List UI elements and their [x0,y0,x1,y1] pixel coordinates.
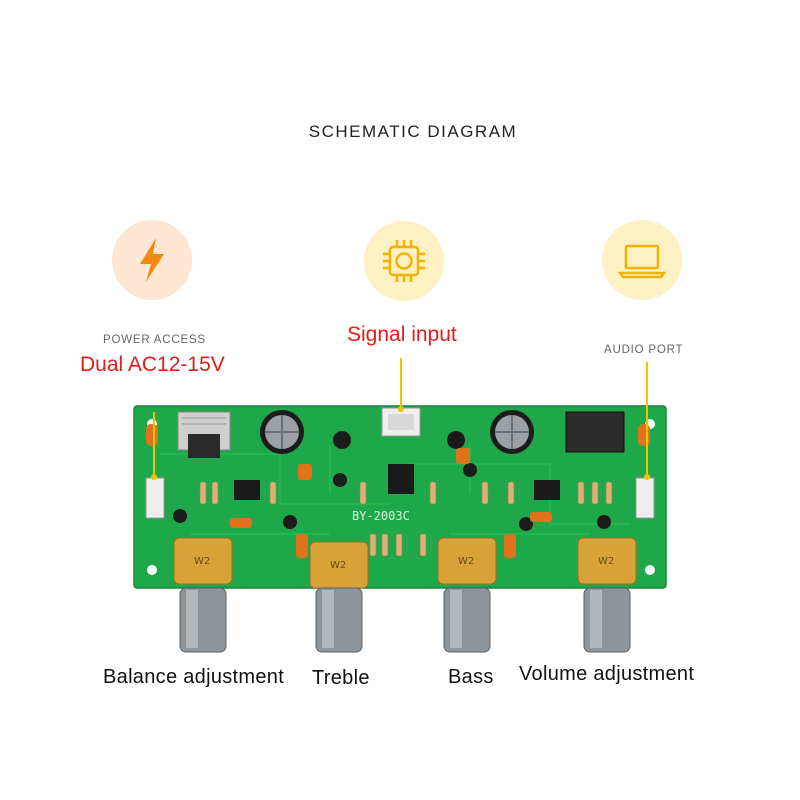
signal-icon-circle [364,221,444,301]
op-amp-chip-left [234,480,260,500]
pot-marking: W2 [598,556,614,567]
audio-port-label: AUDIO PORT [604,344,684,356]
page-title: SCHEMATIC DIAGRAM [308,122,518,141]
pcb-board-photo: BY-2003C W2 W2 W2 W2 [130,384,670,654]
knob-label-volume: Volume adjustment [519,663,695,685]
power-access-label: POWER ACCESS [103,334,206,346]
capacitor-large-right [490,410,534,454]
audio-connector [635,477,655,519]
knob-label-balance: Balance adjustment [103,666,285,688]
pot-marking: W2 [330,560,346,571]
power-leader-line [153,412,155,476]
pot-marking: W2 [194,556,210,567]
audio-icon-circle [602,220,682,300]
board-model-silkscreen: BY-2003C [352,509,410,523]
potentiometer-treble: W2 [309,541,369,653]
op-amp-chip-center [388,464,414,494]
signal-leader-line [400,358,402,410]
power-voltage-label: Dual AC12-15V [80,353,225,376]
audio-leader-line [646,362,648,478]
pot-marking: W2 [458,556,474,567]
laptop-icon [617,244,667,279]
power-icon-circle [112,220,192,300]
op-amp-chip-right [534,480,560,500]
signal-input-connector [381,407,421,437]
capacitor-large-left [260,410,304,454]
power-connector [145,477,165,519]
potentiometer-volume: W2 [577,537,637,653]
signal-leader-dot [398,406,404,412]
left-heatsink [177,411,231,458]
potentiometer-bass: W2 [437,537,497,653]
potentiometer-balance: W2 [173,537,233,653]
chip-icon [383,240,425,282]
power-leader-dot [151,474,157,480]
signal-input-label: Signal input [347,323,457,346]
knob-label-bass: Bass [448,666,494,688]
audio-leader-dot [644,474,650,480]
right-regulator [565,411,625,453]
knob-label-treble: Treble [312,667,370,689]
lightning-bolt-icon [140,238,164,282]
